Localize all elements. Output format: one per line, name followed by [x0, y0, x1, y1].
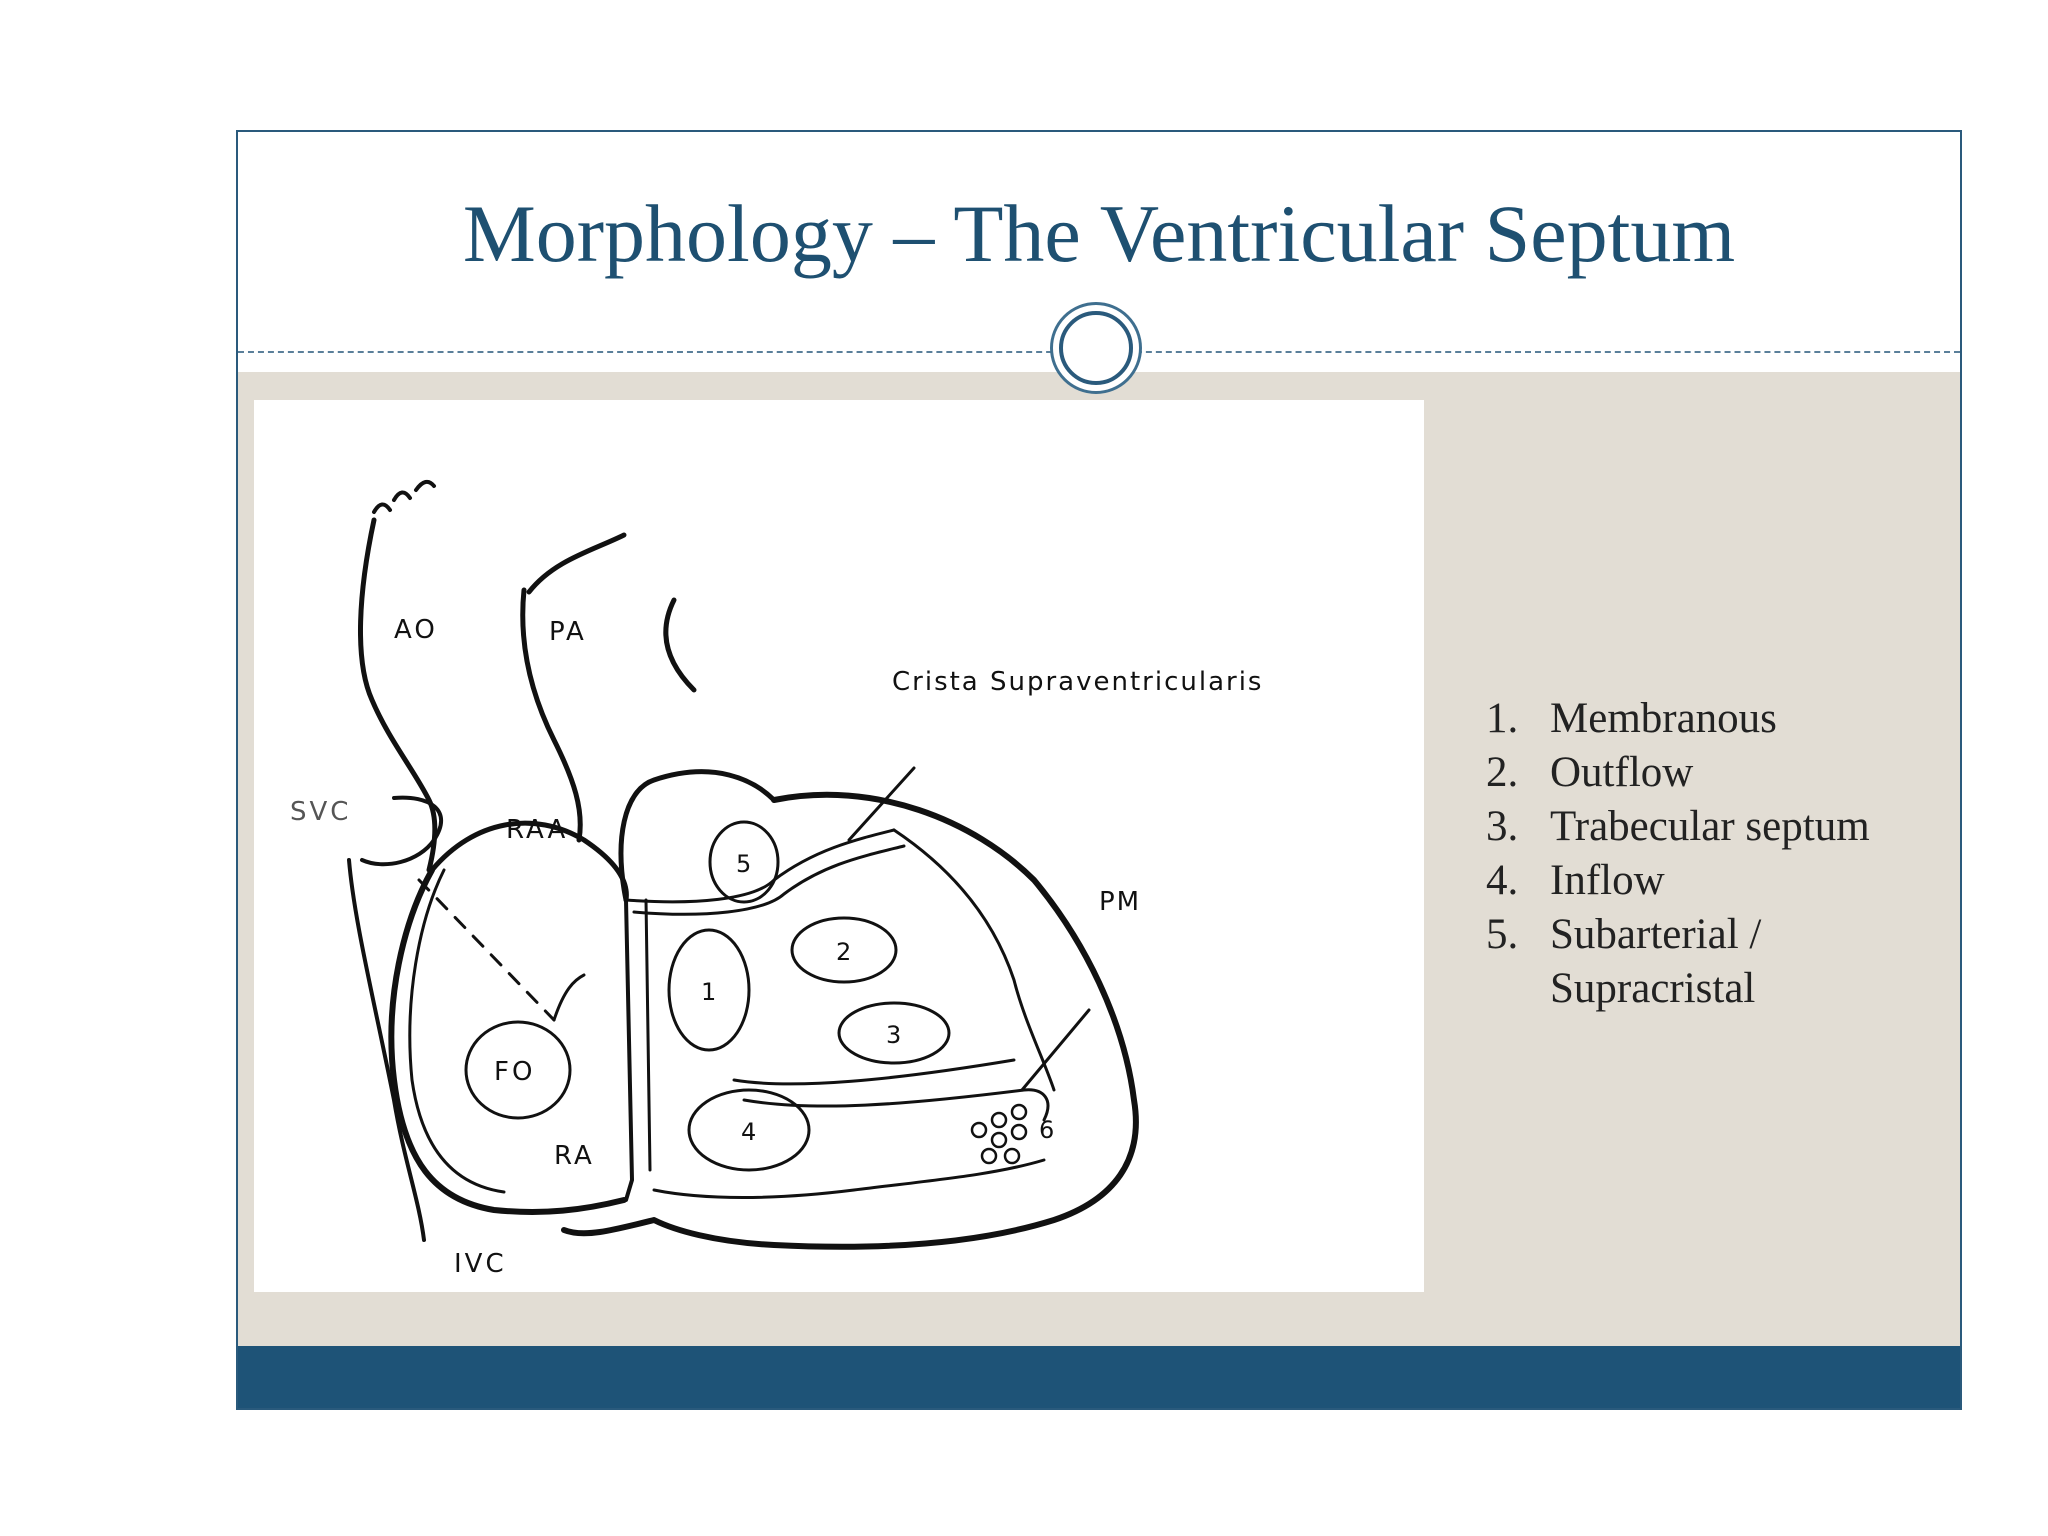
slide-title: Morphology – The Ventricular Septum: [462, 188, 1736, 279]
region-1-ellipse: [667, 928, 751, 1052]
fo-ellipse: [464, 1020, 572, 1120]
heart-diagram-svg: AO PA SVC RAA FO RA IVC PM Crista Suprav…: [290, 479, 1263, 1279]
vessel-branch-mid: [392, 490, 412, 502]
label-region-5: 5: [736, 850, 751, 878]
region-3-ellipse: [837, 1001, 951, 1065]
svc-ivc-line: [347, 858, 426, 1242]
legend-text: Subarterial / Supracristal: [1550, 911, 1762, 1012]
heart-diagram: AO PA SVC RAA FO RA IVC PM Crista Suprav…: [254, 400, 1424, 1292]
trabecular-edge: [652, 1158, 1046, 1199]
moderator-band-bottom: [742, 1088, 1050, 1122]
region-6-dot: [970, 1121, 988, 1139]
footer-band: [238, 1346, 1960, 1408]
region-6-dot: [990, 1111, 1008, 1129]
aorta-outline-left: [358, 517, 438, 873]
label-svc: SVC: [290, 797, 351, 827]
label-ivc: IVC: [454, 1249, 507, 1279]
vessel-branch-right: [414, 479, 436, 492]
divider-ring-inner: [1059, 311, 1133, 385]
crista-pointer: [847, 766, 916, 842]
pa-outline-right: [663, 597, 697, 693]
region-5-ellipse: [708, 820, 780, 904]
pm-pointer: [1020, 1008, 1091, 1092]
label-ao: AO: [394, 615, 438, 645]
septum-line-inner: [644, 898, 652, 1172]
legend-text: Outflow: [1550, 749, 1694, 796]
legend-number: 3.: [1486, 803, 1519, 850]
raa-dashed: [417, 878, 556, 1022]
legend-text: Inflow: [1550, 857, 1665, 904]
legend-number: 1.: [1486, 695, 1519, 742]
region-2-ellipse: [790, 916, 898, 984]
region-4-ellipse: [687, 1088, 811, 1172]
label-crista-supraventricularis: Crista Supraventricularis: [892, 667, 1263, 697]
aorta-outline-right: [520, 587, 583, 843]
legend-item: 1. Membranous: [1486, 692, 1936, 746]
region-6-dot: [980, 1147, 998, 1165]
legend-item: 3. Trabecular septum: [1486, 800, 1936, 854]
label-region-2: 2: [836, 938, 851, 966]
right-atrium-inner: [408, 868, 506, 1194]
crista-band-lower: [632, 844, 906, 916]
ventricle-outline: [561, 791, 1139, 1250]
label-region-4: 4: [741, 1118, 756, 1146]
label-ra: RA: [554, 1141, 595, 1171]
legend-text: Membranous: [1550, 695, 1777, 742]
label-fo: FO: [494, 1057, 535, 1087]
region-6-dot: [1010, 1103, 1028, 1121]
raa-inner-curve: [552, 973, 586, 1022]
pa-outline-left: [526, 532, 627, 595]
septum-line: [624, 898, 634, 1202]
label-pa: PA: [549, 617, 587, 647]
label-region-6: 6: [1039, 1116, 1054, 1144]
label-region-1: 1: [701, 978, 716, 1006]
slide: Morphology – The Ventricular Septum: [236, 130, 1962, 1410]
moderator-band-top: [732, 1058, 1016, 1086]
legend-number: 2.: [1486, 749, 1519, 796]
ventricle-inner-wall: [892, 828, 1056, 1092]
region-6-dot: [1010, 1123, 1028, 1141]
legend-item: 4. Inflow: [1486, 854, 1936, 908]
legend-item: 2. Outflow: [1486, 746, 1936, 800]
legend-number: 4.: [1486, 857, 1519, 904]
region-6-dot: [990, 1131, 1008, 1149]
right-atrium-outline: [388, 867, 627, 1215]
region-6-dot: [1003, 1147, 1021, 1165]
legend-number: 5.: [1486, 911, 1519, 958]
septum-legend: 1. Membranous 2. Outflow 3. Trabecular sept…: [1486, 692, 1936, 1016]
svc-outline: [360, 795, 444, 867]
label-region-3: 3: [886, 1021, 901, 1049]
divider-ring-icon: [1050, 302, 1142, 394]
label-pm: PM: [1099, 887, 1141, 917]
crista-band-upper: [624, 828, 896, 904]
outflow-tract-outline: [618, 769, 777, 903]
legend-item: 5. Subarterial / Supracristal: [1486, 908, 1936, 1016]
legend-text: Trabecular septum: [1550, 803, 1870, 850]
vessel-branch-left: [372, 502, 392, 514]
label-raa: RAA: [506, 815, 568, 845]
